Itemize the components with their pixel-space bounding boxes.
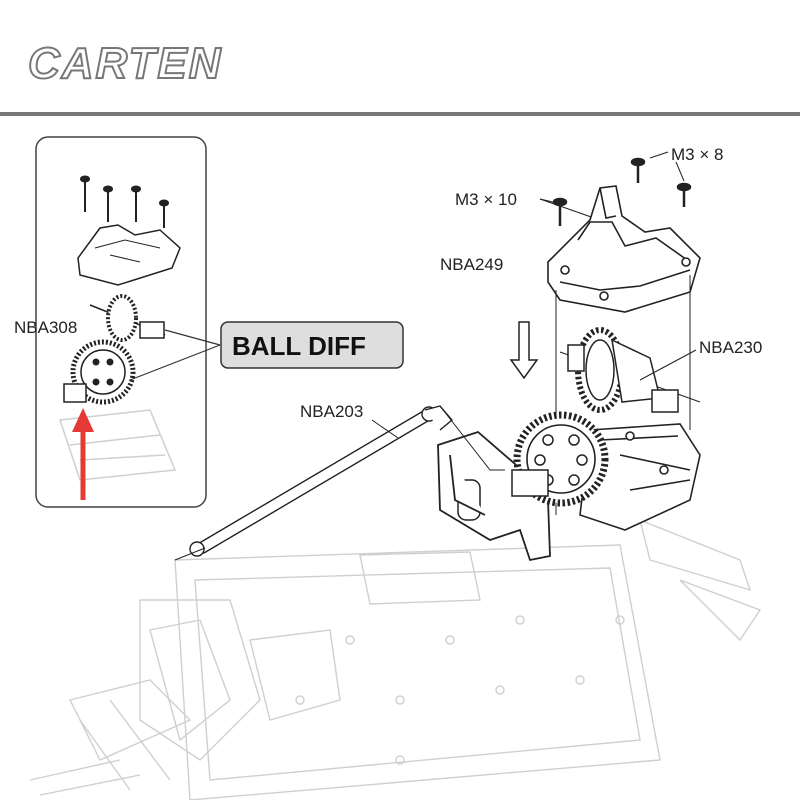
top-case [547, 185, 701, 313]
inset-diff-gear [89, 294, 166, 342]
ball-diff-callout: BALL DIFF [129, 321, 404, 381]
motor-plate [437, 430, 551, 562]
brand-logo: CARTEN [28, 39, 223, 88]
label-nba203: NBA203 [300, 402, 363, 421]
spur-gear [511, 411, 609, 507]
gearbox-lower [579, 423, 701, 531]
labels: M3 × 8 M3 × 10 NBA249 NBA230 NBA203 [300, 145, 762, 421]
chassis-background [29, 518, 762, 800]
leader-lines [371, 349, 697, 439]
inset-top-case [77, 224, 181, 286]
drive-shaft [174, 405, 505, 561]
inset-spur-gear [63, 339, 136, 405]
inset-panel: NBA308 [14, 136, 207, 508]
header-divider [0, 112, 800, 116]
diff-gear [559, 327, 701, 413]
header: CARTEN [0, 38, 800, 116]
red-up-arrow [72, 408, 94, 500]
screws-m3x8 [630, 157, 692, 207]
label-nba230: NBA230 [699, 338, 762, 357]
inset-screws [80, 175, 169, 228]
inset-part-label: NBA308 [14, 318, 77, 337]
main-assembly [174, 151, 701, 562]
down-arrow [509, 321, 539, 380]
ball-diff-label: BALL DIFF [232, 331, 366, 361]
label-nba249: NBA249 [440, 255, 503, 274]
label-m3x10: M3 × 10 [455, 190, 517, 209]
label-m3x8: M3 × 8 [671, 145, 723, 164]
